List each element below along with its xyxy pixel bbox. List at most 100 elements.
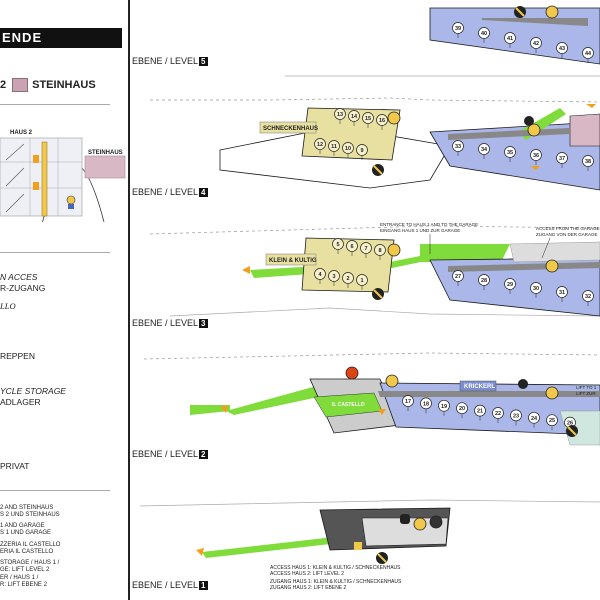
legend-item: LLO — [0, 301, 16, 311]
room-number: 20 — [459, 406, 465, 412]
room-marker-11 — [328, 140, 340, 152]
room-marker-31 — [556, 286, 568, 298]
room-number: 16 — [379, 118, 385, 124]
room-marker-41 — [504, 32, 516, 44]
room-number: 21 — [477, 409, 483, 415]
room-number: 4 — [318, 272, 322, 278]
room-number: 43 — [559, 46, 565, 52]
room-number: 15 — [365, 116, 371, 122]
room-marker-14 — [348, 110, 360, 122]
room-marker-5 — [332, 238, 344, 250]
room-number: 5 — [336, 242, 339, 248]
room-number: 10 — [345, 146, 351, 152]
footnote: S 2 UND STEINHAUS — [0, 512, 60, 518]
room-number: 32 — [585, 294, 591, 300]
room-number: 35 — [507, 150, 513, 156]
room-marker-8 — [374, 244, 386, 256]
divider — [0, 104, 110, 105]
room-number: 30 — [533, 286, 539, 292]
access-note-2: ACCESS HAUS 2: LIFT LEVEL 2 — [270, 571, 344, 577]
room-number: 34 — [481, 147, 488, 153]
divider — [0, 490, 110, 491]
room-marker-7 — [360, 242, 372, 254]
divider — [0, 252, 110, 253]
krickerl-label: KRICKERL — [464, 384, 495, 390]
entrance-note-de: EINGANG HAUS 1 UND ZUR GARAGE — [380, 228, 460, 233]
room-number: 29 — [507, 282, 513, 288]
room-number: 12 — [317, 142, 323, 148]
footnote: GE: LIFT LEVEL 2 — [0, 567, 50, 573]
level-4-number: 4 — [199, 188, 208, 197]
entrance-note-en: ENTRANCE TO HAUS 1 AND TO THE GARAGE — [380, 222, 478, 227]
room-marker-3 — [328, 270, 340, 282]
access-note-3: ZUGANG HAUS 1: KLEIN & KULTIG / SCHNECKE… — [270, 579, 402, 585]
room-marker-13 — [334, 108, 346, 120]
level-2-number: 2 — [199, 450, 208, 459]
room-number: 9 — [360, 148, 363, 154]
room-number: 11 — [331, 144, 337, 150]
room-number: 37 — [559, 156, 565, 162]
room-number: 42 — [533, 41, 539, 47]
room-marker-42 — [530, 37, 542, 49]
room-number: 13 — [337, 112, 343, 118]
room-number: 3 — [332, 274, 335, 280]
legend-item: N ACCES — [0, 272, 38, 282]
room-number: 19 — [441, 404, 447, 410]
legend-title: ENDE — [0, 28, 122, 48]
room-marker-18 — [420, 397, 432, 410]
room-number: 2 — [346, 276, 349, 282]
room-marker-15 — [362, 112, 374, 124]
room-marker-40 — [478, 27, 490, 39]
schneckenhaus-label: SCHNECKENHAUS — [263, 126, 318, 132]
level-3-number: 3 — [199, 319, 208, 328]
room-marker-20 — [456, 402, 468, 415]
access-note-4: ZUGANG HAUS 2: LIFT EBENE 2 — [270, 585, 347, 591]
room-number: 18 — [423, 401, 429, 407]
footnote: ER / HAUS 1 / — [0, 575, 39, 581]
footnote: S 1 UND GARAGE — [0, 530, 52, 536]
level-1-number: 1 — [199, 581, 208, 590]
diagram-steinhaus-label: STEINHAUS — [88, 150, 123, 156]
legend-item: ADLAGER — [0, 397, 41, 407]
room-marker-1 — [356, 274, 368, 286]
footnote: ERIA IL CASTELLO — [0, 549, 54, 555]
steinhaus-swatch — [12, 78, 29, 92]
room-marker-9 — [356, 144, 368, 156]
room-marker-27 — [452, 270, 464, 282]
room-marker-22 — [492, 407, 504, 419]
building-section-diagram: HAUS 2 STEINHAUS — [0, 130, 126, 222]
footnote: ZZERIA IL CASTELLO — [0, 542, 61, 548]
room-marker-38 — [582, 155, 594, 167]
room-marker-23 — [510, 409, 522, 422]
steinhaus-key-label: STEINHAUS — [32, 78, 96, 91]
room-number: 36 — [533, 153, 539, 159]
legend-item: PRIVAT — [0, 461, 30, 471]
room-marker-4 — [314, 268, 326, 280]
room-marker-6 — [346, 240, 358, 252]
room-marker-16 — [376, 114, 388, 126]
footnote: 1 AND GARAGE — [0, 523, 45, 529]
room-number: 25 — [549, 418, 555, 424]
room-number: 14 — [351, 114, 358, 120]
room-marker-19 — [438, 399, 450, 412]
room-marker-28 — [478, 274, 490, 286]
room-marker-32 — [582, 290, 594, 302]
legend-item: YCLE STORAGE — [0, 386, 66, 396]
room-marker-29 — [504, 278, 516, 290]
room-number: 17 — [405, 399, 411, 405]
room-marker-30 — [530, 282, 542, 294]
il-castello-label: IL CASTELLO — [332, 402, 365, 408]
access-note-1: ACCESS HAUS 1: KLEIN & KULTIG / SCHNECKE… — [270, 565, 401, 571]
room-number: 39 — [455, 26, 461, 32]
